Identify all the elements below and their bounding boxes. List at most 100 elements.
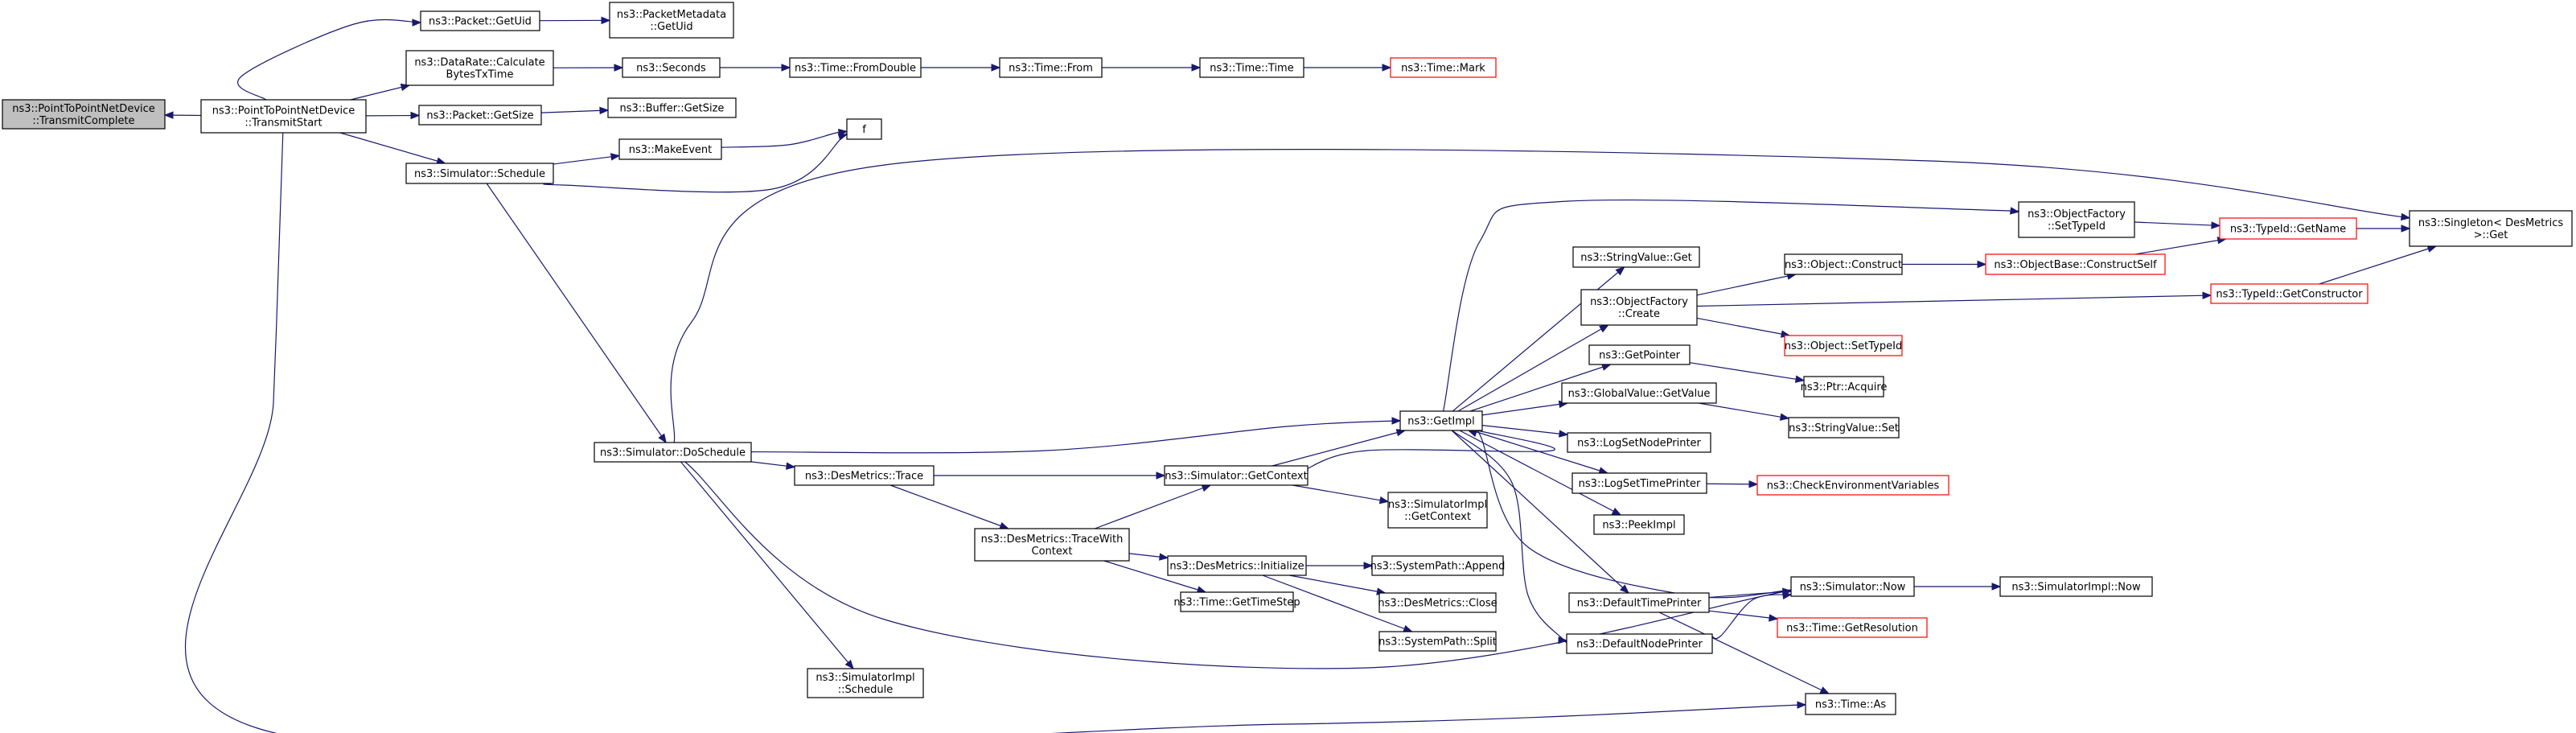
edge-dtw-to-tgt	[1103, 560, 1206, 593]
node-pgu-box	[420, 10, 540, 31]
node-spa[interactable]: ns3::SystemPath::Append	[1370, 555, 1506, 576]
arrowhead-tfr-to-ttm	[1191, 64, 1202, 72]
node-ofs-label-1: ::SetTypeId	[2048, 220, 2106, 233]
node-pac[interactable]: ns3::Ptr::Acquire	[1801, 376, 1888, 397]
node-lsp[interactable]: ns3::LogSetTimePrinter	[1571, 472, 1707, 494]
node-tfd[interactable]: ns3::Time::FromDouble	[789, 57, 922, 78]
node-pmg[interactable]: ns3::PacketMetadata::GetUid	[609, 2, 734, 39]
node-tgr[interactable]: ns3::Time::GetResolution	[1777, 617, 1928, 638]
node-sec[interactable]: ns3::Seconds	[622, 57, 721, 78]
node-tmk[interactable]: ns3::Time::Mark	[1390, 57, 1497, 78]
node-tgn[interactable]: ns3::TypeId::GetName	[2219, 217, 2357, 240]
node-dmc[interactable]: ns3::DesMetrics::Close	[1378, 592, 1498, 613]
node-drc-box	[405, 50, 554, 86]
node-pgu[interactable]: ns3::Packet::GetUid	[420, 10, 540, 31]
arrowhead-ssc-to-f	[837, 133, 848, 141]
node-obc[interactable]: ns3::ObjectBase::ConstructSelf	[1985, 253, 2166, 275]
node-ssc[interactable]: ns3::Simulator::Schedule	[405, 163, 554, 184]
node-ost[interactable]: ns3::Object::SetTypeId	[1784, 335, 1903, 356]
node-tgt[interactable]: ns3::Time::GetTimeStep	[1173, 591, 1300, 612]
edge-sds-to-sis	[680, 461, 854, 669]
node-sgc-box	[1164, 465, 1309, 486]
node-dnp[interactable]: ns3::DefaultNodePrinter	[1566, 633, 1713, 654]
node-bgs[interactable]: ns3::Buffer::GetSize	[607, 97, 737, 118]
node-pim[interactable]: ns3::PeekImpl	[1593, 514, 1685, 535]
edge-ofc-to-tgc	[1696, 294, 2212, 307]
arrowhead-dmt-to-dtw	[999, 521, 1009, 529]
node-sps[interactable]: ns3::SystemPath::Split	[1378, 631, 1497, 652]
node-ofs[interactable]: ns3::ObjectFactory::SetTypeId	[2018, 201, 2135, 238]
node-sigc[interactable]: ns3::SimulatorImpl::GetContext	[1387, 492, 1488, 529]
node-gvg[interactable]: ns3::GlobalValue::GetValue	[1561, 382, 1717, 404]
node-f[interactable]: f	[846, 118, 882, 140]
arrowhead-lsp-to-cev	[1748, 480, 1759, 488]
node-svg[interactable]: ns3::StringValue::Get	[1572, 246, 1700, 268]
edge-obc-to-tgn	[2134, 238, 2226, 255]
node-ttm[interactable]: ns3::Time::Time	[1199, 57, 1304, 78]
node-sds-label-0: ns3::Simulator::DoSchedule	[600, 447, 746, 459]
node-spa-box	[1371, 555, 1504, 576]
node-cev[interactable]: ns3::CheckEnvironmentVariables	[1756, 475, 1949, 496]
node-dtp[interactable]: ns3::DefaultTimePrinter	[1568, 592, 1710, 613]
node-tas[interactable]: ns3::Time::As	[1805, 693, 1896, 715]
node-pgu-label-0: ns3::Packet::GetUid	[429, 16, 532, 28]
node-tgc[interactable]: ns3::TypeId::GetConstructor	[2210, 283, 2369, 304]
edge-dnp-to-snw	[1711, 594, 1792, 640]
node-tgr-label-0: ns3::Time::GetResolution	[1786, 623, 1918, 635]
node-dmi[interactable]: ns3::DesMetrics::Initialize	[1167, 555, 1307, 576]
edge-ts-to-tas	[184, 132, 1842, 733]
edge-gim-to-ofc	[1457, 324, 1608, 412]
node-sis[interactable]: ns3::SimulatorImpl::Schedule	[807, 668, 924, 698]
node-tas-box	[1805, 693, 1896, 715]
node-mev[interactable]: ns3::MakeEvent	[618, 138, 722, 160]
node-ttm-box	[1199, 57, 1304, 78]
node-tgr-box	[1777, 617, 1928, 638]
arrowhead-gvg-to-svs	[1779, 413, 1790, 421]
node-pgs[interactable]: ns3::Packet::GetSize	[418, 105, 542, 126]
node-sps-label-0: ns3::SystemPath::Split	[1378, 636, 1497, 649]
call-edges	[163, 16, 2442, 733]
node-gim[interactable]: ns3::GetImpl	[1399, 410, 1483, 431]
node-svs-label-0: ns3::StringValue::Set	[1789, 422, 1899, 434]
node-bgs-box	[607, 97, 737, 118]
node-ocn[interactable]: ns3::Object::Construct	[1784, 253, 1903, 275]
edge-ts-to-drc	[350, 84, 410, 101]
node-tfd-label-0: ns3::Time::FromDouble	[795, 63, 916, 75]
node-sps-box	[1378, 631, 1497, 652]
node-ofs-label-0: ns3::ObjectFactory	[2028, 208, 2126, 220]
node-spa-label-0: ns3::SystemPath::Append	[1370, 561, 1506, 573]
node-ofc[interactable]: ns3::ObjectFactory::Create	[1580, 289, 1698, 326]
node-tfr[interactable]: ns3::Time::From	[999, 57, 1103, 78]
arrowhead-ocn-to-obc	[1977, 260, 1987, 269]
node-lnp[interactable]: ns3::LogSetNodePrinter	[1567, 432, 1711, 453]
node-dtw-label-0: ns3::DesMetrics::TraceWith	[981, 533, 1124, 546]
node-ost-box	[1784, 335, 1903, 356]
node-dmc-label-0: ns3::DesMetrics::Close	[1378, 598, 1497, 610]
node-sgc[interactable]: ns3::Simulator::GetContext	[1164, 465, 1309, 486]
node-sng-box	[2409, 210, 2573, 247]
node-ts[interactable]: ns3::PointToPointNetDevice::TransmitStar…	[200, 99, 367, 134]
node-ts-label-0: ns3::PointToPointNetDevice	[212, 105, 355, 117]
edge-dtp-to-tgr	[1708, 610, 1778, 620]
arrowhead-dmi-to-spa	[1363, 562, 1374, 570]
node-ocn-label-0: ns3::Object::Construct	[1785, 259, 1902, 271]
node-sng[interactable]: ns3::Singleton< DesMetrics>::Get	[2409, 210, 2573, 247]
arrowhead-ofc-to-tgc	[2202, 291, 2212, 300]
node-sds[interactable]: ns3::Simulator::DoSchedule	[594, 442, 752, 463]
node-tgn-label-0: ns3::TypeId::GetName	[2230, 224, 2346, 236]
node-dmt-box	[794, 465, 935, 486]
edge-sds-to-sng	[670, 149, 2442, 443]
node-pmg-box	[609, 2, 734, 39]
node-sin[interactable]: ns3::SimulatorImpl::Now	[1999, 576, 2153, 597]
edge-dtw-to-sgc	[1095, 484, 1211, 529]
arrowhead-sds-to-gim	[1391, 417, 1402, 425]
node-cev-label-0: ns3::CheckEnvironmentVariables	[1767, 480, 1940, 492]
node-dmt[interactable]: ns3::DesMetrics::Trace	[794, 465, 935, 486]
node-snw[interactable]: ns3::Simulator::Now	[1790, 576, 1915, 597]
node-gpt[interactable]: ns3::GetPointer	[1588, 344, 1691, 365]
node-svs[interactable]: ns3::StringValue::Set	[1788, 417, 1900, 439]
edge-ssc-to-mev	[553, 154, 620, 165]
